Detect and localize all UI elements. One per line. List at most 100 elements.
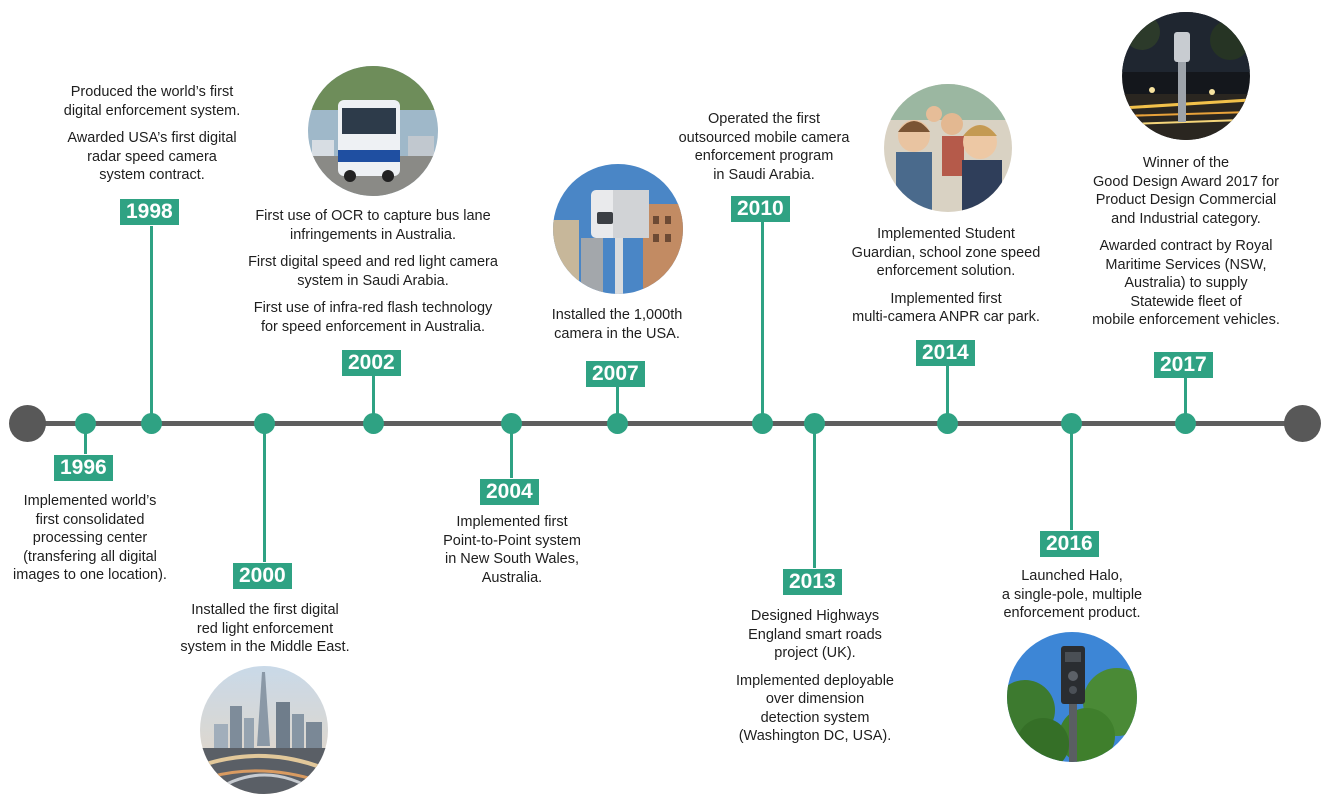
- milestone-line: enforcement product.: [1003, 605, 1141, 621]
- milestone-line: Australia.: [481, 569, 543, 586]
- milestone-line: Installed the 1,000th: [551, 307, 683, 323]
- year-badge-2014: 2014: [916, 340, 975, 366]
- milestone-line: in New South Wales,: [444, 551, 580, 567]
- milestone-line: system in the Middle East.: [180, 639, 350, 655]
- milestone-line: Guardian, school zone speed: [851, 244, 1041, 261]
- stem-2013: [813, 432, 816, 568]
- stem-2007: [616, 386, 619, 416]
- timeline-axis: [28, 421, 1302, 426]
- year-badge-2013: 2013: [783, 569, 842, 595]
- milestone-line: Maritime Services (NSW,: [1105, 256, 1267, 273]
- milestone-line: first consolidated: [35, 511, 145, 528]
- milestone-1996-text: Implemented world’s first consolidated pro…: [4, 492, 176, 594]
- dot-2014: [937, 413, 958, 434]
- dot-1996: [75, 413, 96, 434]
- milestone-line: First use of infra-red flash technology: [253, 300, 493, 316]
- milestone-line: Good Design Award 2017 for: [1093, 173, 1279, 190]
- milestone-2010-text: Operated the first outsourced mobile came…: [674, 110, 854, 193]
- milestone-2007-text: Installed the 1,000th camera in the USA.: [532, 306, 702, 352]
- year-badge-1996: 1996: [54, 455, 113, 481]
- dot-2010: [752, 413, 773, 434]
- stem-2002: [372, 376, 375, 416]
- dot-2000: [254, 413, 275, 434]
- milestone-line: in Saudi Arabia.: [713, 166, 815, 183]
- year-badge-2016: 2016: [1040, 531, 1099, 557]
- milestone-line: project (UK).: [774, 645, 856, 661]
- milestone-line: Awarded contract by Royal: [1099, 238, 1273, 254]
- milestone-line: Installed the first digital: [191, 602, 339, 618]
- milestone-line: Product Design Commercial: [1095, 192, 1277, 208]
- milestone-line: over dimension: [765, 691, 865, 707]
- dot-2002: [363, 413, 384, 434]
- milestone-line: Implemented Student: [877, 226, 1015, 242]
- milestone-line: Implemented first: [456, 514, 568, 530]
- stem-2016: [1070, 432, 1073, 530]
- year-badge-2000: 2000: [233, 563, 292, 589]
- milestone-line: Point-to-Point system: [443, 532, 581, 549]
- stem-2014: [946, 366, 949, 416]
- year-badge-2017: 2017: [1154, 352, 1213, 378]
- dot-2017: [1175, 413, 1196, 434]
- milestone-line: processing center: [32, 530, 148, 546]
- bus-photo: [308, 66, 438, 196]
- milestone-line: multi-camera ANPR car park.: [852, 309, 1040, 325]
- year-badge-2004: 2004: [480, 479, 539, 505]
- year-badge-2002: 2002: [342, 350, 401, 376]
- dot-1998: [141, 413, 162, 434]
- stem-1998: [150, 226, 153, 416]
- dot-2016: [1061, 413, 1082, 434]
- milestone-line: Implemented world’s: [23, 493, 157, 509]
- dot-2007: [607, 413, 628, 434]
- milestone-line: Statewide fleet of: [1130, 293, 1242, 310]
- milestone-line: enforcement solution.: [876, 263, 1016, 279]
- students-photo: [884, 84, 1012, 212]
- halo-pole-photo: [1007, 632, 1137, 762]
- milestone-line: enforcement program: [694, 148, 834, 164]
- milestone-line: First digital speed and red light camera: [248, 254, 498, 270]
- timeline-start-cap: [9, 405, 46, 442]
- milestone-line: England smart roads: [748, 626, 882, 643]
- milestone-line: Designed Highways: [750, 608, 880, 624]
- stem-2000: [263, 432, 266, 562]
- dot-2004: [501, 413, 522, 434]
- milestone-1998-text: Produced the world’s first digital enforc…: [46, 83, 258, 194]
- year-badge-2007: 2007: [586, 361, 645, 387]
- milestone-line: Operated the first: [707, 111, 821, 127]
- night-road-photo: [1122, 12, 1250, 140]
- milestone-line: images to one location).: [13, 567, 167, 583]
- milestone-line: outsourced mobile camera: [678, 129, 850, 146]
- milestone-line: Produced the world’s first: [70, 84, 234, 100]
- milestone-line: camera in the USA.: [554, 325, 680, 342]
- year-badge-2010: 2010: [731, 196, 790, 222]
- milestone-line: First use of OCR to capture bus lane: [255, 208, 491, 224]
- milestone-line: Implemented first: [890, 290, 1002, 307]
- milestone-line: infringements in Australia.: [289, 226, 457, 243]
- stem-2010: [761, 222, 764, 416]
- milestone-line: and Industrial category.: [1111, 210, 1261, 227]
- stem-1996: [84, 432, 87, 454]
- milestone-line: detection system: [760, 709, 870, 726]
- milestone-line: a single-pole, multiple: [1001, 586, 1143, 603]
- milestone-line: Launched Halo,: [1021, 568, 1123, 584]
- milestone-line: (transfering all digital: [23, 548, 157, 565]
- year-badge-1998: 1998: [120, 199, 179, 225]
- dubai-skyline-photo: [200, 666, 328, 794]
- milestone-line: system contract.: [99, 167, 205, 183]
- stem-2017: [1184, 378, 1187, 416]
- milestone-line: for speed enforcement in Australia.: [260, 318, 486, 335]
- milestone-2016-text: Launched Halo, a single-pole, multiple enf…: [980, 567, 1164, 632]
- milestone-line: Implemented deployable: [736, 672, 894, 689]
- milestone-line: (Washington DC, USA).: [738, 728, 892, 744]
- dot-2013: [804, 413, 825, 434]
- milestone-line: radar speed camera: [87, 148, 217, 165]
- milestone-line: digital enforcement system.: [63, 102, 241, 119]
- milestone-2002-text: First use of OCR to capture bus lane infr…: [228, 207, 518, 345]
- milestone-line: system in Saudi Arabia.: [297, 272, 449, 289]
- timeline-end-cap: [1284, 405, 1321, 442]
